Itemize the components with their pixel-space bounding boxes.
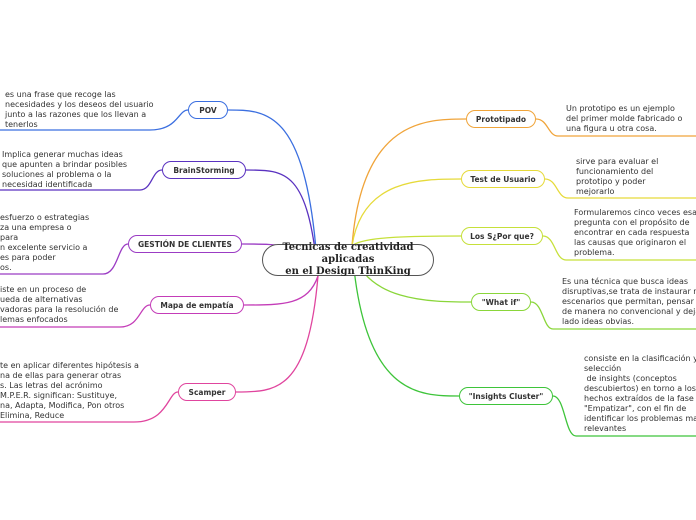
topic-node[interactable]: POV: [188, 101, 228, 119]
topic-note: consiste en la clasificación y selección…: [584, 354, 696, 433]
topic-note: Formularemos cinco veces esa pregunta co…: [574, 208, 696, 257]
topic-node[interactable]: GESTIÓN DE CLIENTES: [128, 235, 242, 253]
topic-node[interactable]: "Insights Cluster": [459, 387, 553, 405]
topic-note: te en aplicar diferentes hipótesis a na …: [0, 361, 139, 420]
topic-node[interactable]: Scamper: [178, 383, 236, 401]
topic-note: esfuerzo o estrategias za una empresa o …: [0, 213, 90, 272]
topic-note: iste en un proceso de ueda de alternativ…: [0, 285, 119, 324]
topic-node[interactable]: "What if": [471, 293, 531, 311]
topic-node[interactable]: Test de Usuario: [461, 170, 545, 188]
central-topic[interactable]: Tecnicas de creatividad aplicadas en el …: [262, 242, 434, 277]
topic-node[interactable]: Mapa de empatía: [150, 296, 244, 314]
topic-node[interactable]: Los S¿Por que?: [461, 227, 543, 245]
topic-note: es una frase que recoge las necesidades …: [5, 90, 154, 129]
topic-note: Un prototipo es un ejemplo del primer mo…: [566, 104, 683, 133]
topic-note: Es una técnica que busca ideas disruptiv…: [562, 277, 696, 326]
topic-node[interactable]: BrainStorming: [162, 161, 246, 179]
topic-note: sirve para evaluar el funcionamiento del…: [576, 157, 659, 196]
topic-node[interactable]: Prototipado: [466, 110, 536, 128]
topic-note: Implica generar muchas ideas que apunten…: [2, 150, 128, 189]
